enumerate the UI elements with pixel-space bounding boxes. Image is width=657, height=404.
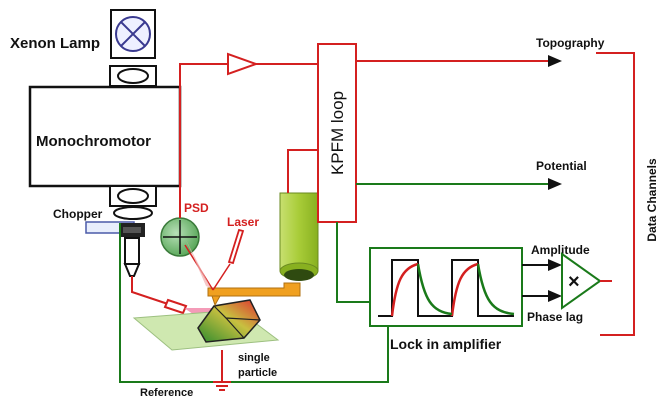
monochromator-label: Monochromotor — [36, 133, 151, 150]
laser-reflection-cone — [186, 240, 211, 288]
kpfm-loop-label: KPFM loop — [328, 91, 347, 175]
response-decay-2 — [476, 263, 515, 316]
multiplier-icon — [561, 252, 602, 310]
cantilever-icon — [207, 282, 301, 307]
response-rise-2 — [450, 262, 479, 317]
fiber-head-icon — [119, 223, 145, 277]
response-rise-1 — [390, 262, 419, 317]
upper-connector-icon — [109, 65, 157, 87]
laser-beam-in — [212, 263, 231, 291]
lower-connector-icon — [109, 185, 157, 207]
amplitude-label: Amplitude — [531, 243, 590, 257]
response-decay-1 — [416, 263, 453, 316]
laser-label: Laser — [227, 215, 259, 229]
particle-label: particle — [238, 367, 277, 379]
data-channels-bracket — [596, 52, 635, 336]
potential-arrow-icon — [548, 178, 562, 190]
phase-arrow-icon — [548, 290, 562, 302]
kpfm-to-tip-line — [287, 149, 318, 193]
preamp-icon — [227, 52, 259, 76]
lock-in-label: Lock in amplifier — [390, 336, 502, 352]
psd-label: PSD — [184, 201, 209, 215]
psd-detector-icon — [160, 217, 200, 257]
laser-icon — [227, 228, 245, 265]
reference-label: Reference — [140, 387, 193, 399]
multiply-symbol: × — [568, 271, 580, 293]
data-channels-label: Data Channels — [645, 158, 657, 242]
xenon-lamp-icon — [110, 9, 156, 59]
optical-fiber — [131, 276, 169, 305]
monochromator-box — [28, 85, 182, 188]
particle-icon — [197, 299, 261, 343]
reference-square-wave — [378, 259, 514, 317]
potential-label: Potential — [536, 159, 587, 173]
chopper-label: Chopper — [53, 207, 103, 221]
topography-label: Topography — [536, 36, 605, 50]
objective-icon — [279, 192, 319, 281]
phase-lag-label: Phase lag — [527, 310, 583, 324]
chopper-lens-icon — [113, 206, 153, 220]
reference-line — [119, 223, 389, 383]
kpfm-to-lockin-line — [336, 222, 370, 303]
ground-icon — [213, 372, 231, 391]
amplitude-arrow-icon — [548, 259, 562, 271]
single-label: single — [238, 352, 270, 364]
psd-signal-line — [179, 63, 228, 218]
xenon-lamp-label: Xenon Lamp — [10, 35, 100, 52]
topography-arrow-icon — [548, 55, 562, 67]
fiber-probe-icon — [163, 298, 188, 315]
